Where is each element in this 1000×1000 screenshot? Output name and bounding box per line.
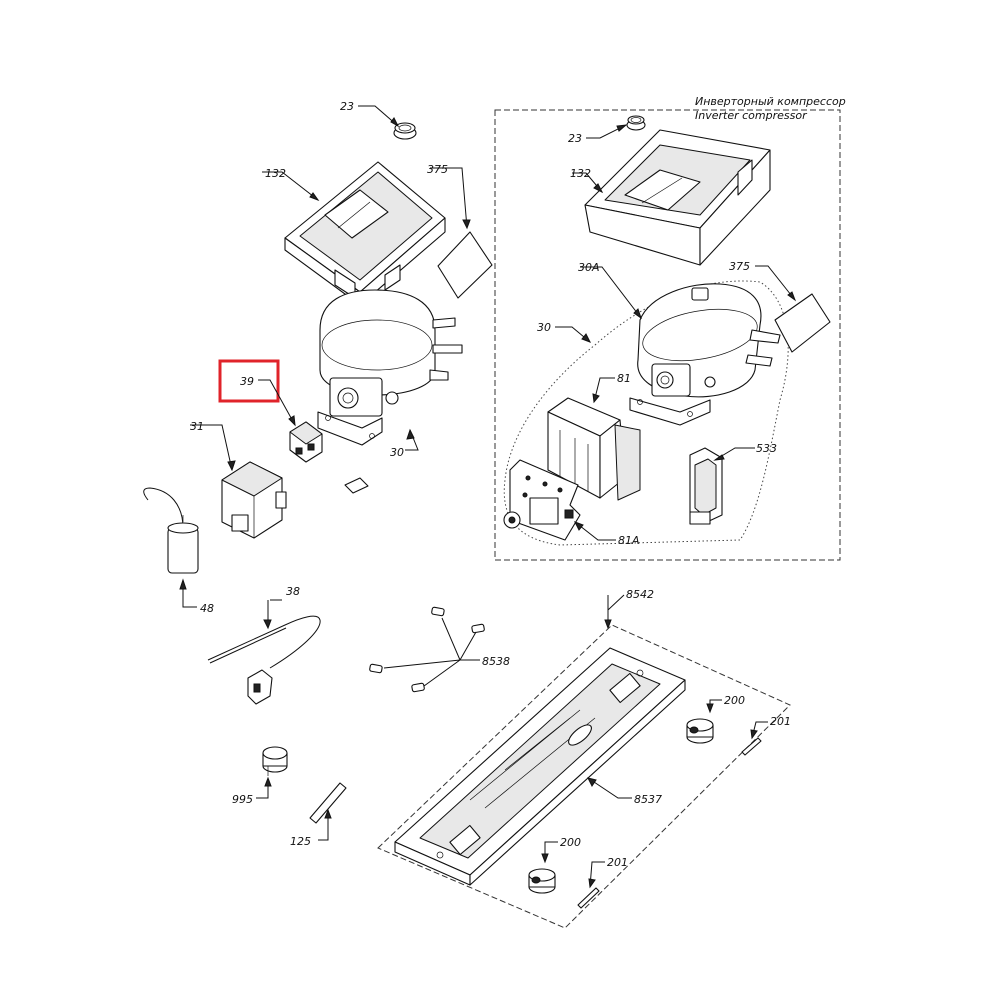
part-23-clamp (393, 122, 417, 140)
part-81-inverter-housing (547, 397, 641, 501)
part-81A-inverter-pcb (503, 459, 581, 541)
part-30A-inverter-compressor (629, 283, 781, 426)
part-375-label-sheet (437, 231, 493, 299)
label-30-main: 30 (390, 446, 404, 459)
label-8542: 8542 (626, 588, 654, 601)
label-200-top: 200 (724, 694, 745, 707)
inverter-compressor-inset-frame (494, 109, 841, 561)
part-132-cover-box (284, 161, 446, 306)
part-201-pin-top (741, 737, 762, 756)
part-132-cover-box-inverter (584, 129, 771, 266)
part-200-foot-bottom (528, 868, 556, 894)
label-201-bottom: 201 (607, 856, 628, 869)
part-995-grommet (262, 746, 288, 776)
label-30-inverter: 30 (537, 321, 551, 334)
part-201-pin-bottom (577, 887, 600, 909)
part-23-clamp-inverter (626, 115, 646, 131)
part-8538-clips (369, 606, 485, 693)
part-533-bracket (689, 447, 723, 525)
part-48-capacitor (143, 487, 199, 574)
label-48: 48 (200, 602, 214, 615)
label-8537: 8537 (634, 793, 662, 806)
label-31: 31 (190, 420, 204, 433)
inset-title-ru: Инверторный компрессор (695, 95, 846, 108)
part-31-relay-cover (221, 461, 287, 539)
label-132-inverter: 132 (570, 167, 591, 180)
label-23-main: 23 (340, 100, 354, 113)
part-125-tube (309, 782, 347, 824)
label-23-inverter: 23 (568, 132, 582, 145)
label-81A: 81A (618, 534, 640, 547)
label-201-top: 201 (770, 715, 791, 728)
part-375-label-sheet-inverter (774, 293, 831, 353)
label-30A: 30A (578, 261, 600, 274)
label-200-bottom: 200 (560, 836, 581, 849)
label-375-inverter: 375 (729, 260, 750, 273)
label-995: 995 (232, 793, 253, 806)
loose-small-part (344, 477, 369, 494)
label-132-main: 132 (265, 167, 286, 180)
label-8538: 8538 (482, 655, 510, 668)
label-533: 533 (756, 442, 777, 455)
part-200-foot-top (686, 718, 714, 744)
part-38-wire-harness (207, 615, 321, 705)
label-81: 81 (617, 372, 631, 385)
part-8542-frame-outline (377, 624, 791, 929)
part-30-inverter-group-outline (503, 280, 789, 546)
label-125: 125 (290, 835, 311, 848)
part-8537-base-plate (394, 647, 686, 886)
label-38: 38 (286, 585, 300, 598)
part-30-compressor (317, 289, 463, 446)
part-39-start-relay (289, 421, 323, 463)
label-375-main: 375 (427, 163, 448, 176)
inset-title-en: Inverter compressor (695, 109, 808, 122)
label-39: 39 (240, 375, 254, 388)
part-39-highlight-box (218, 359, 280, 403)
